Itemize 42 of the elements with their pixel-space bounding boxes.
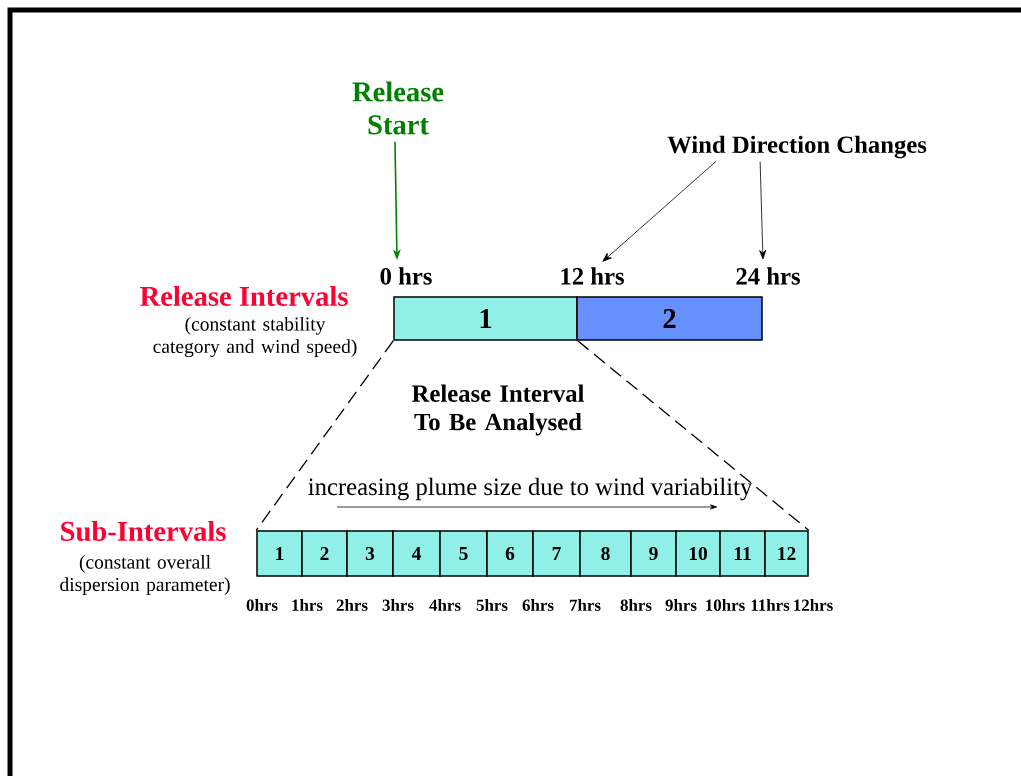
sub-interval-box: 1	[256, 530, 303, 577]
arrow	[759, 161, 767, 260]
tick-label: 0hrs	[246, 599, 278, 611]
tick-label: 8hrs	[620, 599, 652, 611]
tick-label: 3hrs	[382, 599, 414, 611]
sub-interval-box: 8	[579, 530, 632, 577]
interval-box: 1	[393, 296, 578, 341]
note-text: (constant overall dispersion parameter)	[60, 554, 230, 596]
tick-label: 7hrs	[570, 599, 601, 611]
sub-interval-box: 3	[346, 530, 394, 577]
leader-line	[577, 340, 810, 531]
sub-interval-box: 5	[439, 530, 488, 577]
heading-label: Release Intervals	[140, 285, 348, 307]
tick-label: 9hrs	[665, 599, 697, 611]
tick-label: 5hrs	[476, 599, 508, 611]
arrow	[602, 161, 717, 262]
sub-interval-box: 10	[675, 530, 721, 577]
sub-interval-box: 4	[392, 530, 441, 577]
sub-interval-box: 12	[764, 530, 809, 577]
heading-label: Sub-Intervals	[61, 520, 226, 542]
sub-interval-box: 7	[532, 530, 581, 577]
leader-line	[255, 340, 394, 531]
sub-interval-box: 6	[486, 530, 534, 577]
tick-label: 6hrs	[522, 599, 554, 611]
tick-label: 4hrs	[429, 599, 461, 611]
tick-label: 1hrs	[292, 599, 323, 611]
tick-label: 11hrs	[751, 599, 790, 611]
interval-box: 2	[576, 296, 763, 341]
time-label: 0 hrs	[380, 267, 432, 285]
text-label: Wind Direction Changes	[667, 135, 927, 159]
text-label: Release Start	[352, 81, 444, 135]
sub-interval-box: 11	[719, 530, 766, 577]
time-label: 12 hrs	[561, 267, 624, 285]
heading-label: Release Interval To Be Analysed	[412, 384, 584, 436]
note-text: (constant stability category and wind speed)	[153, 316, 357, 358]
tick-label: 2hrs	[336, 599, 368, 611]
tick-label: 12hrs	[794, 599, 833, 611]
tick-label: 10hrs	[706, 599, 745, 611]
time-label: 24 hrs	[736, 267, 800, 285]
sub-interval-box: 9	[630, 530, 677, 577]
note-text: increasing plume size due to wind variability	[308, 477, 753, 501]
sub-interval-box: 2	[301, 530, 348, 577]
